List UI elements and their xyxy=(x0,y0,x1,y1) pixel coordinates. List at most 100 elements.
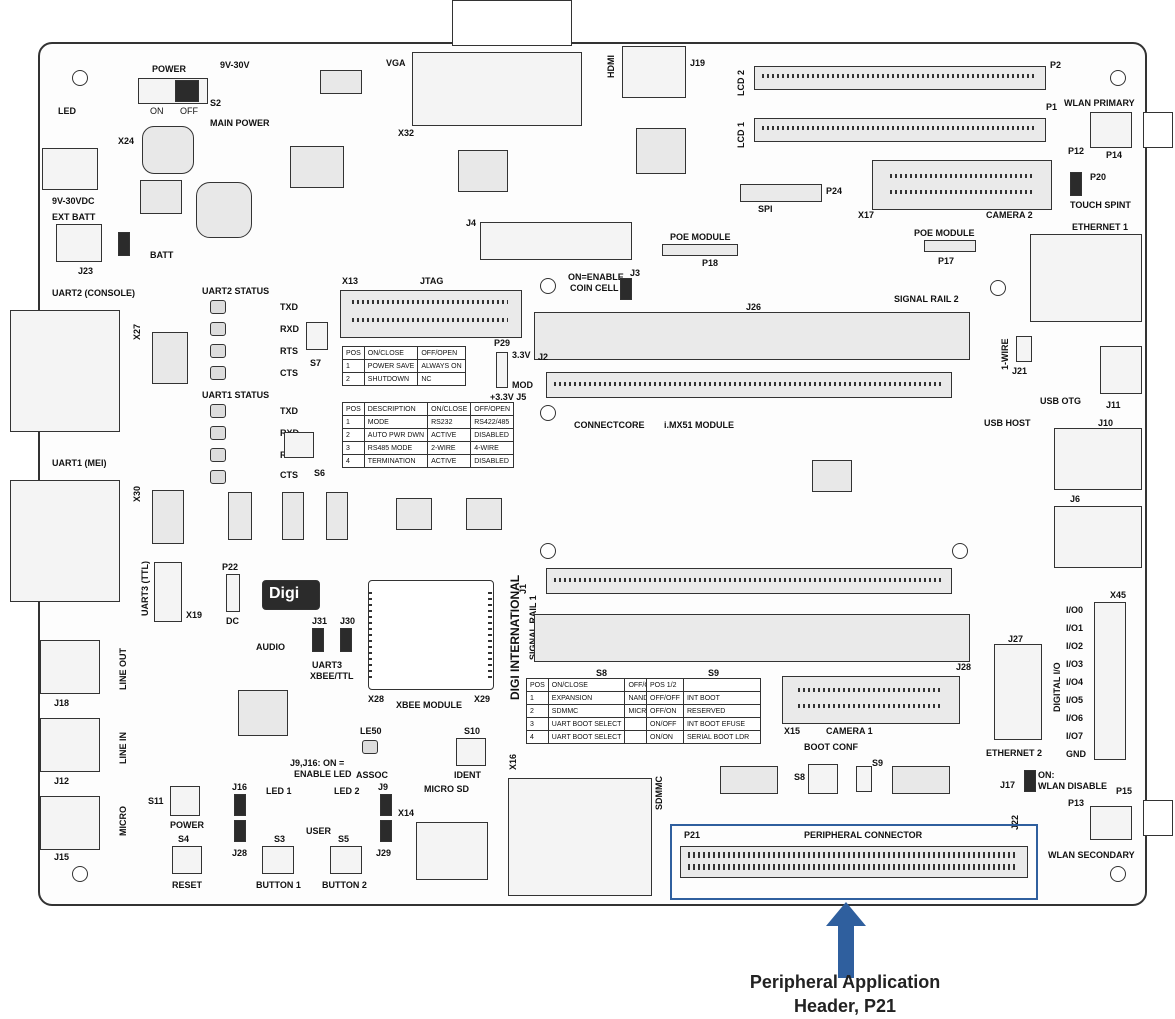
x28-label: X28 xyxy=(368,694,385,704)
ethernet1-jack xyxy=(1030,234,1142,322)
table-cell: 3 xyxy=(342,441,365,455)
p29-header xyxy=(496,352,508,388)
table-s8-h0: POS xyxy=(526,678,549,692)
table-cell: ACTIVE xyxy=(427,454,472,468)
switch-off-label: OFF xyxy=(180,106,198,116)
table-row: 2 SHUTDOWN NC xyxy=(342,372,466,386)
usb-host-port-j6 xyxy=(1054,506,1142,568)
s8-dip-switch xyxy=(808,764,838,794)
wlan-tab-right xyxy=(1143,800,1173,836)
p13-label: P13 xyxy=(1068,798,1085,808)
wlan-secondary-label: WLAN SECONDARY xyxy=(1048,850,1135,860)
led2-label: LED 2 xyxy=(334,786,360,796)
table-cell: 2 xyxy=(526,704,549,718)
power-switch-knob xyxy=(175,80,199,102)
camera1-label: CAMERA 1 xyxy=(826,726,873,736)
x17-label: X17 xyxy=(858,210,875,220)
io0-label: I/O0 xyxy=(1066,605,1084,615)
digital-io-terminal xyxy=(1094,602,1126,760)
jtag-header xyxy=(340,290,522,338)
sdmmc-label: SDMMC xyxy=(654,776,664,810)
jumper-j28 xyxy=(234,820,246,842)
p20-label: P20 xyxy=(1090,172,1107,182)
jumper-j29 xyxy=(380,820,392,842)
uart1-db9 xyxy=(10,480,120,602)
spi-header xyxy=(740,184,822,202)
touch-spint-label: TOUCH SPINT xyxy=(1070,200,1131,210)
table-row: ON/ON SERIAL BOOT LDR xyxy=(646,730,761,744)
uart1-led-2 xyxy=(210,426,226,440)
io1-label: I/O1 xyxy=(1066,623,1084,633)
mounting-hole-mid1 xyxy=(540,278,556,294)
rts-label-1: RTS xyxy=(280,346,298,356)
s9-label: S9 xyxy=(872,758,884,768)
uart1-mei-label: UART1 (MEI) xyxy=(52,458,107,468)
assoc-label: ASSOC xyxy=(356,770,389,780)
table-s9-header: POS 1/2 xyxy=(646,678,761,692)
uart2-db9 xyxy=(10,310,120,432)
callout-label: Peripheral Application Header, P21 xyxy=(700,970,990,1018)
vga-label: VGA xyxy=(386,58,406,68)
callout-arrow-icon xyxy=(826,902,866,978)
j6-label: J6 xyxy=(1070,494,1081,504)
camera2-pins-2 xyxy=(890,190,1032,194)
table-cell: ON/ON xyxy=(646,730,684,744)
camera2-header xyxy=(872,160,1052,210)
txd-label-1: TXD xyxy=(280,302,298,312)
x32-label: X32 xyxy=(398,128,415,138)
s10-button xyxy=(456,738,486,766)
x14-label: X14 xyxy=(398,808,415,818)
le50-label: LE50 xyxy=(360,726,382,736)
dc-label: DC xyxy=(226,616,239,626)
wlan-secondary-connector xyxy=(1090,806,1132,840)
jtag-label: JTAG xyxy=(420,276,444,286)
table-b-h0: POS xyxy=(342,402,365,416)
power-config-table: POS ON/CLOSE OFF/OPEN 1 POWER SAVE ALWAY… xyxy=(342,346,466,386)
xbee-pins-right xyxy=(488,588,492,678)
table-cell: 4 xyxy=(342,454,365,468)
table-cell: 2 xyxy=(342,428,365,442)
s9-dip-switch xyxy=(856,766,872,792)
j4-label: J4 xyxy=(466,218,477,228)
table-cell: UART BOOT SELECT xyxy=(547,730,626,744)
audio-codec xyxy=(238,690,288,736)
table-s8-h1: ON/CLOSE xyxy=(547,678,626,692)
p21-pins-row2 xyxy=(688,864,1018,870)
uart1-chip-6 xyxy=(466,498,502,530)
usb-host-label: USB HOST xyxy=(984,418,1031,428)
p22-header xyxy=(226,574,240,612)
wlan-primary-label: WLAN PRIMARY xyxy=(1064,98,1135,108)
s5-button xyxy=(330,846,362,874)
j26-label: J26 xyxy=(746,302,762,312)
wlan-primary-connector xyxy=(1090,112,1132,148)
boot-conf-label: BOOT CONF xyxy=(804,742,858,752)
ext-batt-label: EXT BATT xyxy=(52,212,96,222)
boot-chip-2 xyxy=(892,766,950,794)
j15-label: J15 xyxy=(54,852,70,862)
s9-config-table: POS 1/2 OFF/OFF INT BOOT OFF/ON RESERVED… xyxy=(646,678,761,744)
j21-header xyxy=(1016,336,1032,362)
switch-on-label: ON xyxy=(150,106,164,116)
voltage-label: 9V-30V xyxy=(220,60,250,70)
power-inductor-1 xyxy=(142,126,194,174)
table-cell: DISABLED xyxy=(470,428,515,442)
table-cell: ALWAYS ON xyxy=(417,359,466,373)
table-cell: 1 xyxy=(526,691,549,705)
p1-label: P1 xyxy=(1046,102,1058,112)
signal-rail-2-j26 xyxy=(534,312,970,360)
txd-label-2: TXD xyxy=(280,406,298,416)
uart1-chip-3 xyxy=(282,492,304,540)
mounting-hole-mid4 xyxy=(540,543,556,559)
j1-pins xyxy=(554,578,942,582)
table-cell: 2 xyxy=(342,372,365,386)
usb-otg-label: USB OTG xyxy=(1040,396,1082,406)
x19-label: X19 xyxy=(186,610,203,620)
p12-label: P12 xyxy=(1068,146,1085,156)
p20-jumper xyxy=(1070,172,1082,196)
camera2-label: CAMERA 2 xyxy=(986,210,1033,220)
table-row: 4 TERMINATION ACTIVE DISABLED xyxy=(342,454,515,468)
s4-label: S4 xyxy=(178,834,190,844)
v33-label: 3.3V xyxy=(512,350,531,360)
power-chip-1 xyxy=(140,180,182,214)
ethernet-tab-right xyxy=(1143,112,1173,148)
